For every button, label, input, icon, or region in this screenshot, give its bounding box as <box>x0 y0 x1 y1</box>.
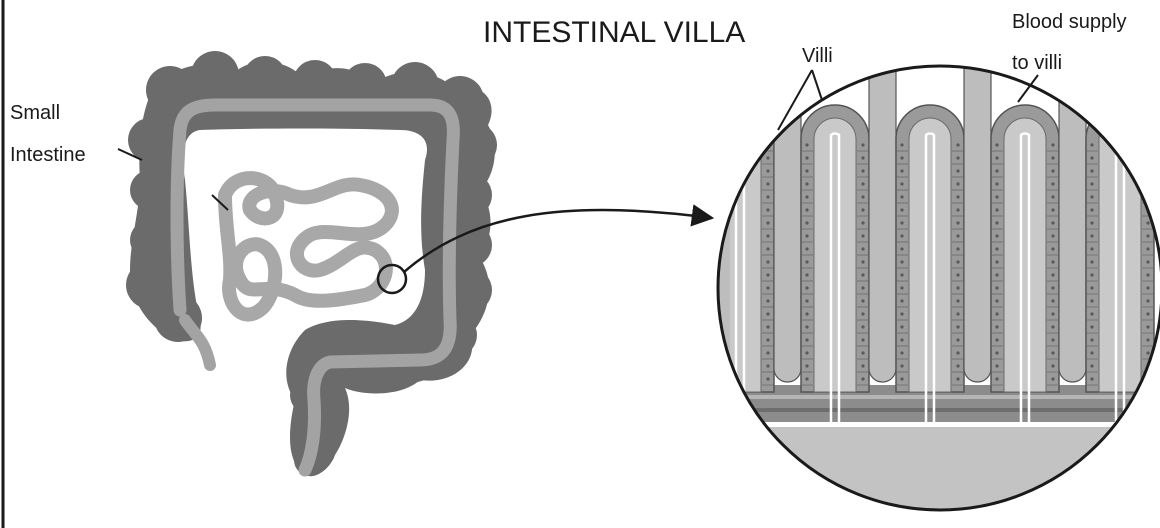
villus <box>991 105 1059 422</box>
label-villi: Villi <box>802 45 833 67</box>
label-blood-supply-2: to villi <box>1012 52 1062 74</box>
villi-group <box>706 60 1154 422</box>
small-intestine <box>225 178 392 315</box>
villi-cross-section <box>700 60 1160 525</box>
villus-gap <box>869 60 896 382</box>
villus-gap <box>964 60 991 382</box>
label-small-intestine-1: Small <box>10 102 60 124</box>
villus-gap <box>774 60 801 382</box>
label-blood-supply-1: Blood supply <box>1012 11 1127 33</box>
large-intestine-lumen <box>177 105 453 470</box>
villus <box>801 105 869 422</box>
villi-leader-right <box>812 70 822 100</box>
villus <box>896 105 964 422</box>
intestine-illustration <box>126 51 497 476</box>
label-small-intestine-2: Intestine <box>10 144 86 166</box>
diagram-title: INTESTINAL VILLA <box>483 16 745 49</box>
